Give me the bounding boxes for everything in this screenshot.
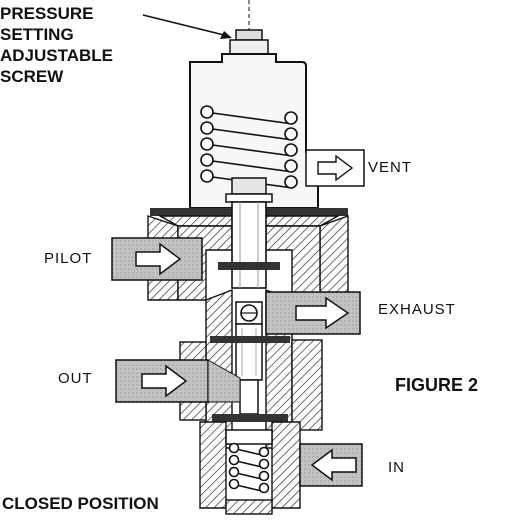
in-label: IN bbox=[388, 459, 405, 476]
out-port bbox=[115, 359, 241, 403]
pressure-leader-line bbox=[142, 14, 232, 39]
figure-label: FIGURE 2 bbox=[395, 375, 479, 395]
out-label: OUT bbox=[58, 370, 93, 387]
pilot-port bbox=[111, 237, 203, 281]
lower-body bbox=[199, 414, 301, 515]
piston-stem bbox=[218, 201, 280, 289]
exhaust-label: EXHAUST bbox=[378, 301, 456, 318]
vent-port bbox=[305, 149, 365, 187]
lock-nut bbox=[225, 177, 273, 203]
pressure-screw-label-line2: SETTING bbox=[0, 25, 74, 44]
in-port bbox=[299, 443, 363, 487]
pressure-screw-label-line4: SCREW bbox=[0, 67, 64, 86]
closed-position-label: CLOSED POSITION bbox=[2, 494, 159, 513]
spool bbox=[210, 323, 290, 415]
pressure-screw-label-line3: ADJUSTABLE bbox=[0, 46, 114, 65]
pilot-label: PILOT bbox=[44, 250, 93, 267]
exhaust-port bbox=[235, 291, 361, 335]
vent-label: VENT bbox=[368, 159, 413, 176]
pressure-screw-label-line1: PRESSURE bbox=[0, 4, 94, 23]
upper-spring bbox=[200, 105, 298, 189]
lower-spring bbox=[228, 442, 270, 494]
